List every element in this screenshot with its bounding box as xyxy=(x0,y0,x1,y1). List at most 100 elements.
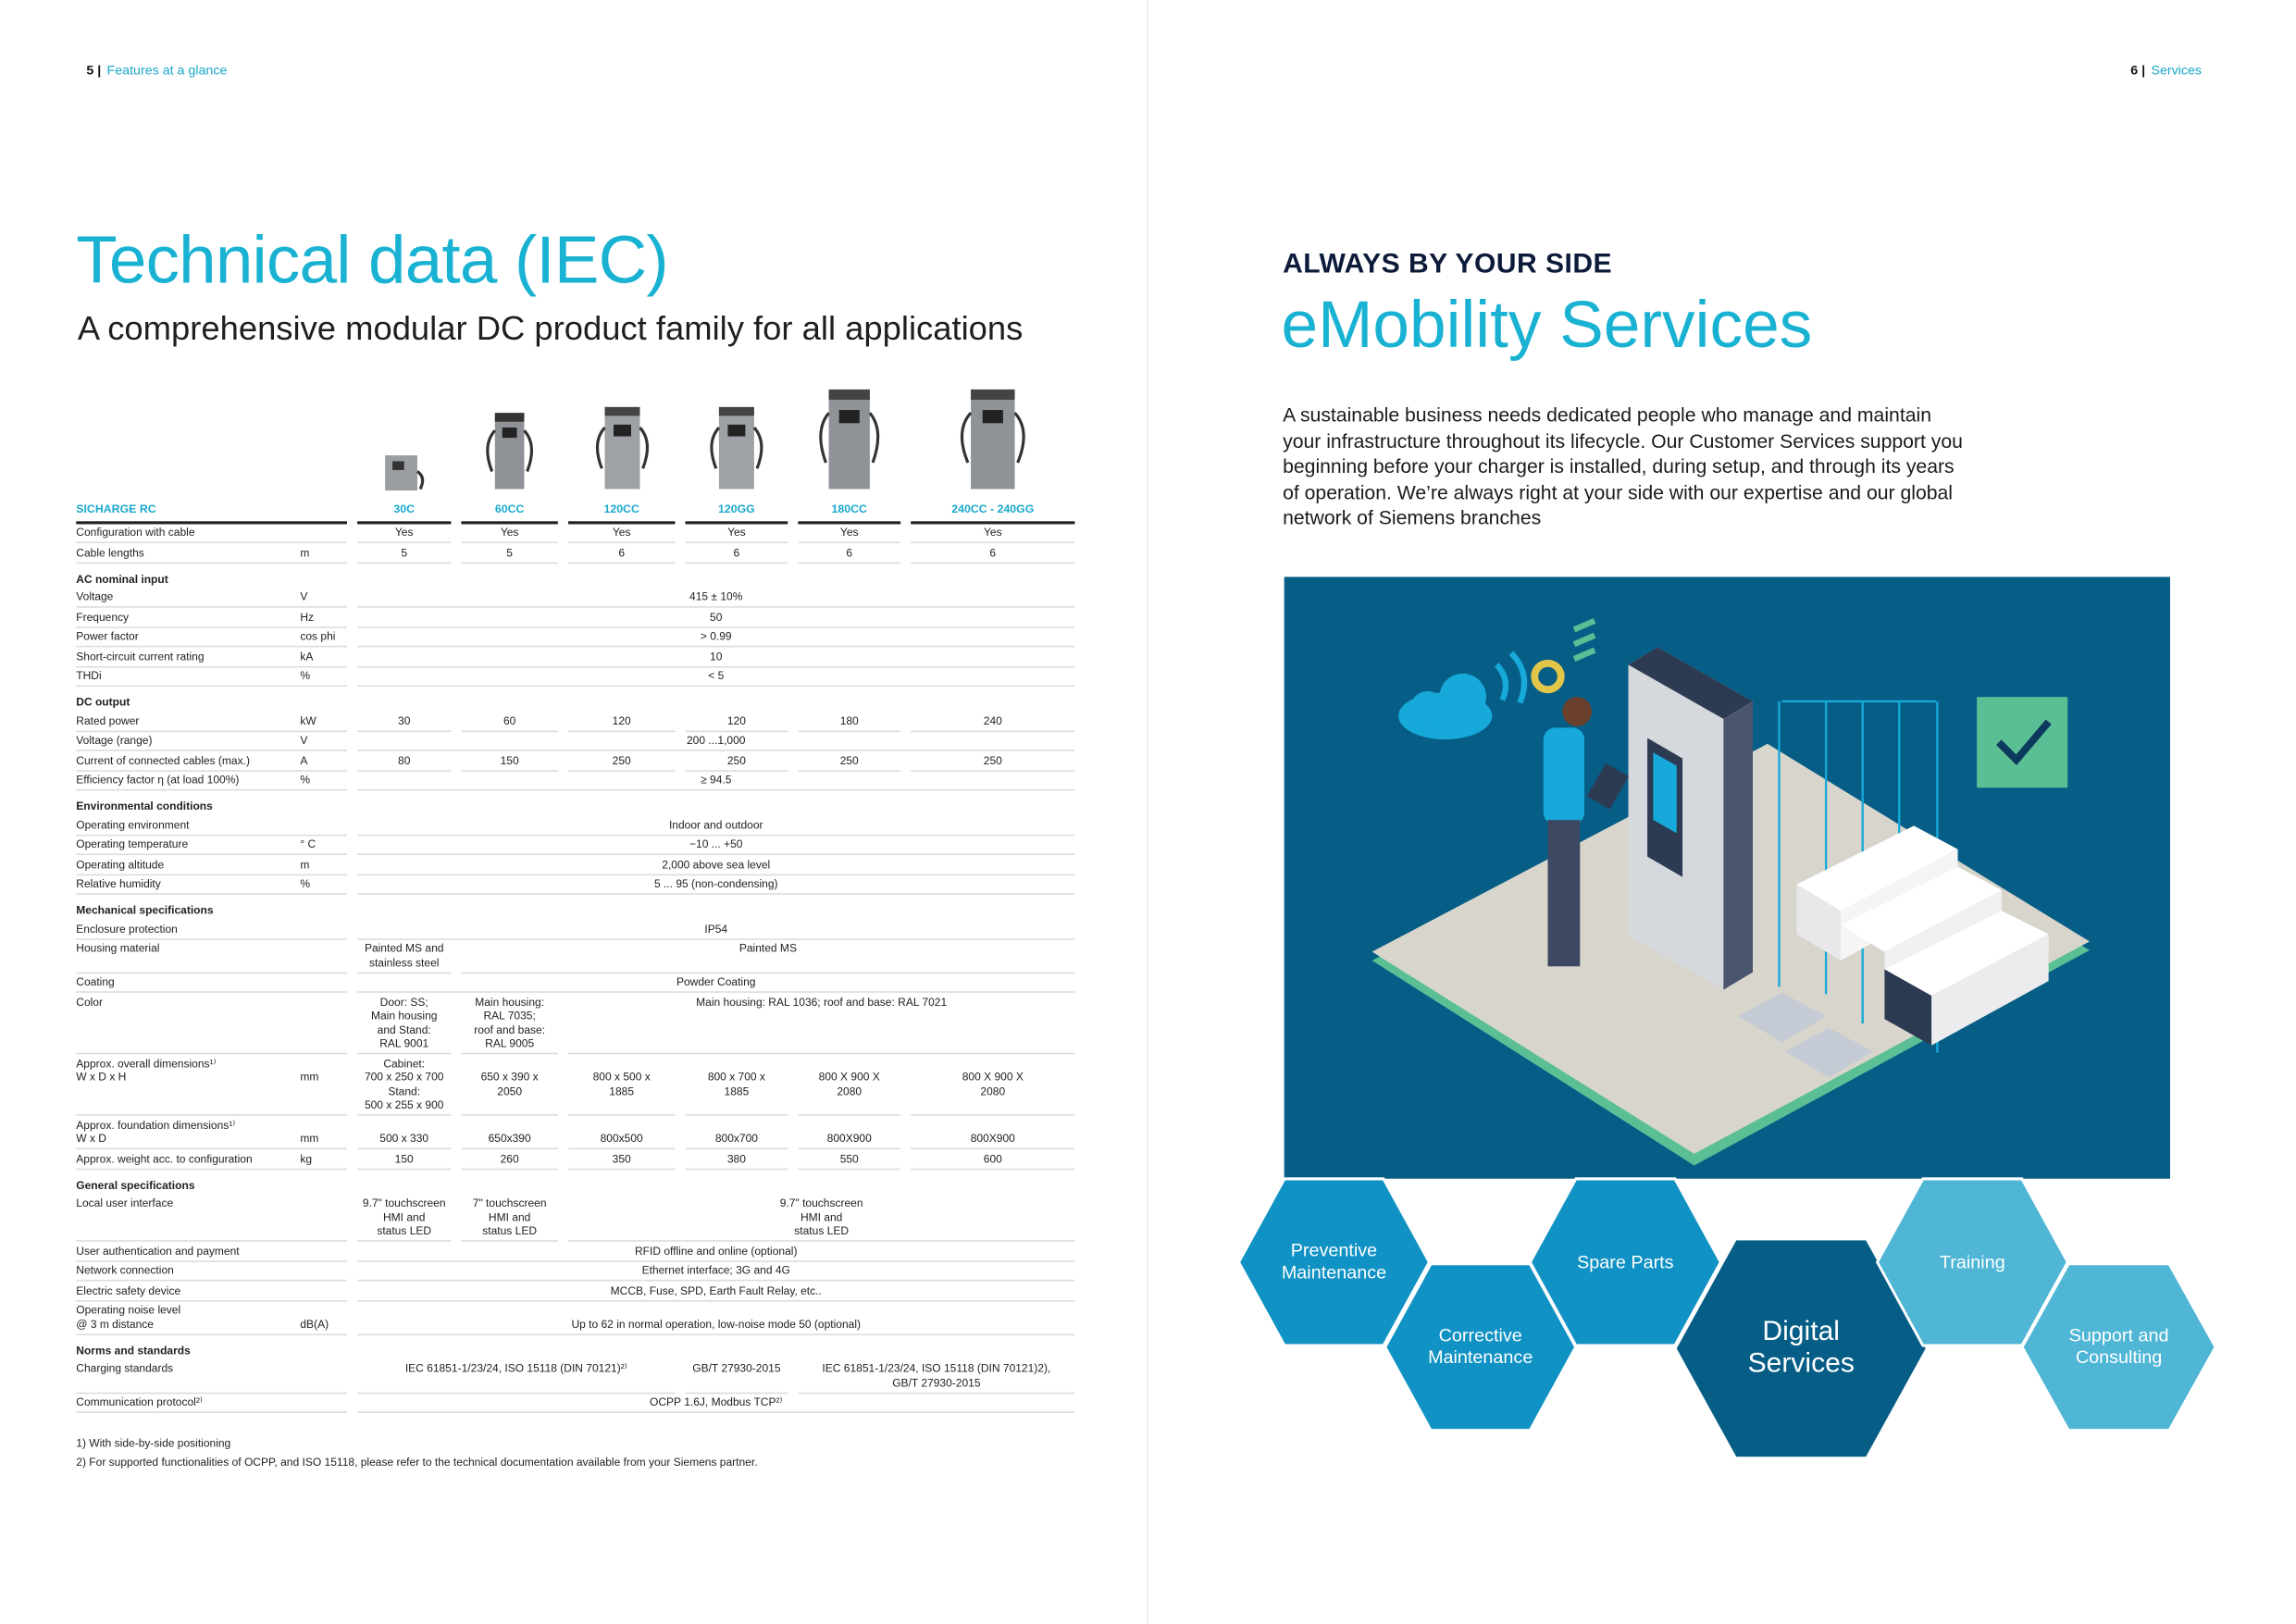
row-label: Approx. overall dimensions¹⁾ W x D x H xyxy=(76,1056,217,1084)
row-label-cell: Charging standards xyxy=(76,1359,348,1394)
section-heading-row: DC output xyxy=(76,687,1074,712)
service-hex-spare-parts[interactable]: Spare Parts xyxy=(1528,1177,1722,1347)
value-cell: Yes xyxy=(911,524,1075,544)
value-cell: 120 xyxy=(567,712,676,732)
row-label-cell: Enclosure protection xyxy=(76,920,348,940)
value-cell: Yes xyxy=(567,524,676,544)
value-cell: > 0.99 xyxy=(357,627,1075,648)
value-cell: 9.7" touchscreen HMI and status LED xyxy=(357,1194,452,1242)
value-cell: 650x390 xyxy=(461,1116,558,1150)
value-cell: 180 xyxy=(798,712,901,732)
row-label: Short-circuit current rating xyxy=(76,649,205,663)
section-heading: AC nominal input xyxy=(76,571,168,586)
value-cell: 260 xyxy=(461,1149,558,1170)
row-label: Configuration with cable xyxy=(76,526,195,539)
row-label: Voltage xyxy=(76,589,114,603)
row-label-cell: Communication protocol²⁾ xyxy=(76,1394,348,1413)
row-unit: kg xyxy=(300,1151,313,1165)
value-cell: Door: SS; Main housing and Stand: RAL 90… xyxy=(357,993,452,1055)
model-header: 240CC - 240GG xyxy=(911,500,1075,524)
row-label-cell: Local user interface xyxy=(76,1194,348,1242)
row-unit: m xyxy=(300,545,310,559)
value-cell: 500 x 330 xyxy=(357,1116,452,1150)
value-cell: 6 xyxy=(911,543,1075,564)
value-cell: 415 ± 10% xyxy=(357,588,1075,608)
value-cell: 5 xyxy=(357,543,452,564)
row-label: Network connection xyxy=(76,1263,174,1277)
row-label-cell: Voltage (range)V xyxy=(76,731,348,751)
value-cell: 6 xyxy=(567,543,676,564)
row-unit: Hz xyxy=(300,610,315,624)
value-cell: 250 xyxy=(911,751,1075,772)
row-label: Local user interface xyxy=(76,1196,174,1209)
table-row: Communication protocol²⁾OCPP 1.6J, Modbu… xyxy=(76,1394,1075,1413)
section-heading: DC output xyxy=(76,695,130,709)
cloud-icon xyxy=(1398,673,1493,740)
row-unit: % xyxy=(300,773,311,787)
product-line-header: SICHARGE RC xyxy=(76,500,348,524)
value-cell: 800X900 xyxy=(798,1116,901,1150)
services-intro-paragraph: A sustainable business needs dedicated p… xyxy=(1283,403,1963,529)
value-cell: 2,000 above sea level xyxy=(357,855,1075,875)
table-row: Relative humidity%5 ... 95 (non-condensi… xyxy=(76,874,1075,895)
row-label: Operating temperature xyxy=(76,837,189,851)
row-label-cell: THDi% xyxy=(76,667,348,688)
value-cell: 250 xyxy=(798,751,901,772)
row-label-cell: Housing material xyxy=(76,939,348,973)
model-header: 120GG xyxy=(685,500,788,524)
technical-data-table: SICHARGE RC 30C 60CC 120CC 120GG 180CC 2… xyxy=(66,384,1085,1413)
value-cell: 6 xyxy=(798,543,901,564)
value-cell: Cabinet: 700 x 250 x 700 Stand: 500 x 25… xyxy=(357,1054,452,1116)
technical-data-section: SICHARGE RC 30C 60CC 120CC 120GG 180CC 2… xyxy=(66,384,1091,1470)
charger-60cc-image xyxy=(486,412,533,489)
row-label: Communication protocol²⁾ xyxy=(76,1395,203,1409)
value-cell: 80 xyxy=(357,751,452,772)
row-label: Approx. weight acc. to configuration xyxy=(76,1151,253,1165)
value-cell: Up to 62 in normal operation, low-noise … xyxy=(357,1301,1075,1335)
row-label: THDi xyxy=(76,669,102,683)
row-label-cell: Color xyxy=(76,993,348,1055)
value-cell: 800 x 500 x 1885 xyxy=(567,1054,676,1116)
section-link[interactable]: Features at a glance xyxy=(106,63,228,78)
row-unit: ° C xyxy=(300,837,316,851)
page-subtitle: A comprehensive modular DC product famil… xyxy=(77,308,1024,348)
value-cell: 800X900 xyxy=(911,1116,1075,1150)
row-label: Electric safety device xyxy=(76,1283,181,1297)
section-link[interactable]: Services xyxy=(2151,63,2203,78)
section-heading: Mechanical specifications xyxy=(76,903,214,917)
service-label: Corrective Maintenance xyxy=(1386,1265,1574,1430)
charger-120cc-image xyxy=(595,406,649,489)
row-label: Approx. foundation dimensions¹⁾ W x D xyxy=(76,1118,236,1146)
value-cell: 380 xyxy=(685,1149,788,1170)
section-heading-row: Norms and standards xyxy=(76,1334,1074,1359)
row-label: Operating noise level @ 3 m distance xyxy=(76,1303,181,1331)
row-label-cell: Short-circuit current rating kA xyxy=(76,647,348,667)
service-hex-preventive-maintenance[interactable]: Preventive Maintenance xyxy=(1237,1177,1431,1347)
row-label: Relative humidity xyxy=(76,876,161,891)
value-cell: 800 x 700 x 1885 xyxy=(685,1054,788,1116)
value-cell: 800 X 900 X 2080 xyxy=(798,1054,901,1116)
service-hex-support-consulting[interactable]: Support and Consulting xyxy=(2020,1261,2217,1432)
charger-180cc-image xyxy=(819,389,880,489)
value-cell: Main housing: RAL 1036; roof and base: R… xyxy=(567,993,1075,1055)
row-unit: A xyxy=(300,753,308,767)
value-cell: 150 xyxy=(461,751,558,772)
row-unit: kA xyxy=(300,649,314,663)
